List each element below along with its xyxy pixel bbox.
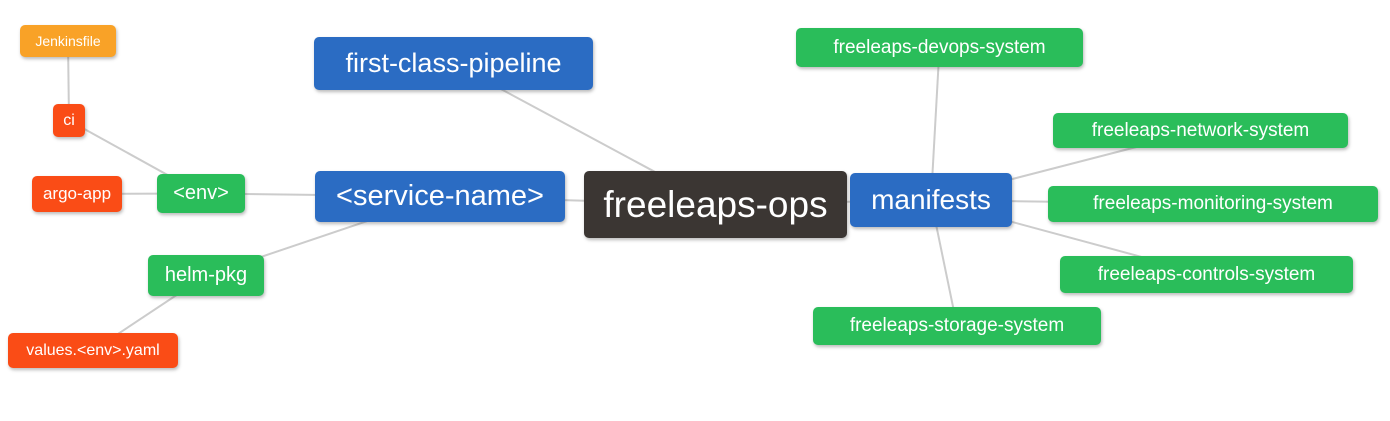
node-label: argo-app xyxy=(42,184,112,203)
node-jenkinsfile[interactable]: Jenkinsfile xyxy=(20,25,116,57)
node-label: freeleaps-controls-system xyxy=(1097,263,1316,285)
node-label: manifests xyxy=(871,184,991,215)
node-label: values.<env>.yaml xyxy=(26,341,160,359)
node-label: freeleaps-monitoring-system xyxy=(1093,193,1333,214)
node-label: Jenkinsfile xyxy=(35,33,101,49)
node-ci[interactable]: ci xyxy=(53,104,85,137)
node-freeleaps-monitoring-system[interactable]: freeleaps-monitoring-system xyxy=(1048,186,1378,222)
node-label: freeleaps-devops-system xyxy=(833,36,1046,58)
node-freeleaps-storage-system[interactable]: freeleaps-storage-system xyxy=(813,307,1101,345)
node-helm-pkg[interactable]: helm-pkg xyxy=(148,255,264,296)
node-freeleaps-ops-root[interactable]: freeleaps-ops xyxy=(584,171,847,238)
node-service-name[interactable]: <service-name> xyxy=(315,171,565,222)
node-env[interactable]: <env> xyxy=(157,174,245,213)
node-label: <env> xyxy=(173,182,229,204)
node-freeleaps-network-system[interactable]: freeleaps-network-system xyxy=(1053,113,1348,148)
node-manifests[interactable]: manifests xyxy=(850,173,1012,227)
node-freeleaps-controls-system[interactable]: freeleaps-controls-system xyxy=(1060,256,1353,293)
node-freeleaps-devops-system[interactable]: freeleaps-devops-system xyxy=(796,28,1083,67)
node-label: <service-name> xyxy=(336,180,544,212)
node-label: first-class-pipeline xyxy=(345,48,562,78)
node-label: helm-pkg xyxy=(164,264,248,286)
node-values-env-yaml[interactable]: values.<env>.yaml xyxy=(8,333,178,368)
node-label: freeleaps-ops xyxy=(603,183,828,225)
node-argo-app[interactable]: argo-app xyxy=(32,176,122,212)
node-first-class-pipeline[interactable]: first-class-pipeline xyxy=(314,37,593,90)
node-label: freeleaps-network-system xyxy=(1091,119,1310,141)
node-label: ci xyxy=(63,111,75,129)
node-label: freeleaps-storage-system xyxy=(849,315,1065,336)
